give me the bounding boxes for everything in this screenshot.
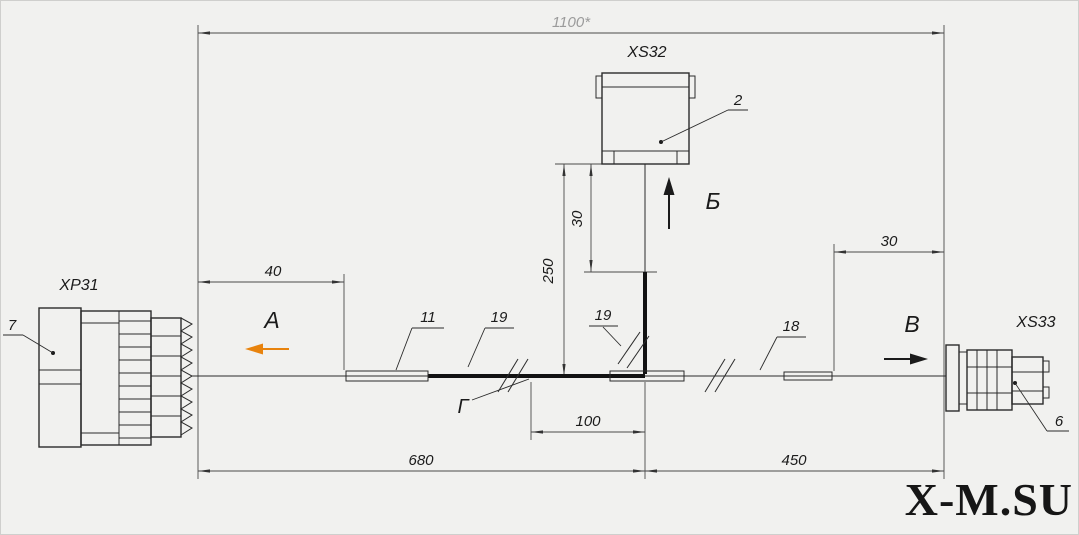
label-xp31: XP31 xyxy=(58,277,98,294)
cable-break-mark xyxy=(714,358,736,393)
callout-7: 7 xyxy=(8,317,17,334)
callout-19b: 19 xyxy=(595,307,612,324)
view-b-label: Б xyxy=(706,188,721,214)
callout-11: 11 xyxy=(420,309,436,326)
dim-680: 680 xyxy=(408,452,434,469)
dim-40: 40 xyxy=(265,263,282,280)
dim-450: 450 xyxy=(781,452,807,469)
cable-break-mark xyxy=(704,358,726,393)
dim-100: 100 xyxy=(575,413,601,430)
callout-2: 2 xyxy=(733,92,743,109)
view-a-arrowhead-icon xyxy=(245,343,263,355)
callout-7-leader xyxy=(3,334,55,355)
connector-xs33 xyxy=(945,344,1050,412)
connector-xs32 xyxy=(595,72,696,165)
callout-6-leader xyxy=(1013,381,1069,432)
callout-18-leader xyxy=(759,336,806,371)
cable-sleeve-18 xyxy=(783,371,833,381)
view-g-label: Г xyxy=(458,396,471,418)
callout-19a-leader xyxy=(467,327,514,368)
xp31-serration xyxy=(180,317,193,436)
callout-11-leader xyxy=(395,327,444,371)
dim-30-top: 30 xyxy=(569,210,586,227)
label-xs32: XS32 xyxy=(626,44,666,61)
view-a-arrow xyxy=(245,343,289,355)
callout-2-leader xyxy=(659,109,748,144)
cable-sleeve-11 xyxy=(345,370,429,382)
watermark: X-M.SU xyxy=(905,474,1073,525)
view-v-arrow xyxy=(884,353,928,365)
dim-30-right: 30 xyxy=(881,233,898,250)
view-g-leader xyxy=(471,378,530,401)
label-xs33: XS33 xyxy=(1015,314,1055,331)
cable-sleeve-junction xyxy=(609,370,685,382)
callout-6: 6 xyxy=(1055,413,1064,430)
cable-break-mark xyxy=(497,358,519,393)
cable-main xyxy=(192,164,946,393)
view-b-arrow xyxy=(663,177,675,229)
connector-xp31 xyxy=(38,307,193,448)
view-a-label: А xyxy=(262,307,279,333)
callout-18: 18 xyxy=(783,318,800,335)
dim-250: 250 xyxy=(540,258,557,285)
dim-total: 1100* xyxy=(552,14,591,31)
callout-19b-leader xyxy=(589,325,650,369)
dimension-lines xyxy=(197,25,945,479)
view-b-arrowhead-icon xyxy=(663,177,675,195)
callout-19a: 19 xyxy=(491,309,508,326)
cable-break-mark xyxy=(507,358,529,393)
view-v-label: В xyxy=(904,311,919,337)
view-v-arrowhead-icon xyxy=(910,353,928,365)
